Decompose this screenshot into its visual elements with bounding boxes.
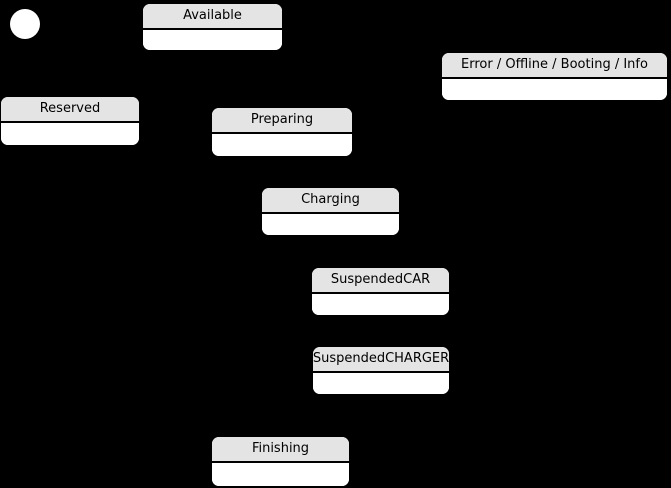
state-body — [143, 30, 282, 50]
state-preparing: Preparing — [211, 107, 353, 157]
state-available: Available — [142, 3, 283, 51]
state-charging: Charging — [261, 187, 400, 236]
state-error-offline-booting-info: Error / Offline / Booting / Info — [441, 52, 668, 101]
state-body — [212, 134, 352, 156]
initial-state-node — [10, 9, 40, 39]
state-body — [313, 373, 449, 394]
state-title: Preparing — [212, 108, 352, 134]
state-body — [1, 123, 139, 145]
state-title: SuspendedCHARGER — [313, 347, 449, 373]
state-suspendedcharger: SuspendedCHARGER — [312, 346, 450, 395]
state-title: Reserved — [1, 97, 139, 123]
state-body — [442, 79, 667, 100]
state-title: Available — [143, 4, 282, 30]
state-body — [212, 463, 349, 486]
state-finishing: Finishing — [211, 436, 350, 487]
state-title: Finishing — [212, 437, 349, 463]
state-suspendedcar: SuspendedCAR — [311, 267, 450, 316]
state-body — [312, 294, 449, 315]
state-title: SuspendedCAR — [312, 268, 449, 294]
state-body — [262, 214, 399, 235]
state-title: Error / Offline / Booting / Info — [442, 53, 667, 79]
state-reserved: Reserved — [0, 96, 140, 146]
state-title: Charging — [262, 188, 399, 214]
